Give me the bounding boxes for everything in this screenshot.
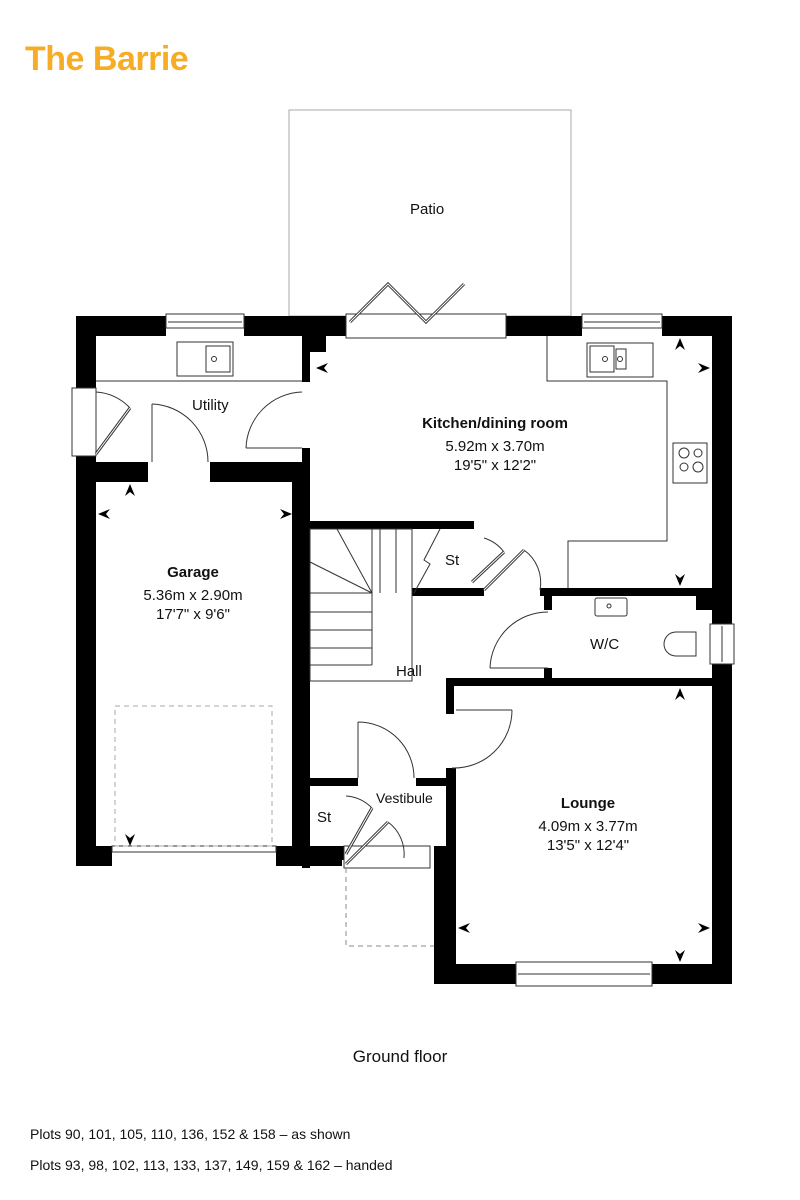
garage-metric: 5.36m x 2.90m [143, 587, 243, 604]
hall-label: Hall [396, 663, 422, 680]
kitchen-label: Kitchen/dining room 5.92m x 3.70m 19'5" … [400, 415, 590, 474]
floor-label: Ground floor [352, 1047, 448, 1066]
kitchen-name: Kitchen/dining room [422, 415, 568, 432]
dimension-arrows [98, 338, 710, 962]
utility-label: Utility [192, 397, 229, 414]
vestibule-label: Vestibule [376, 790, 433, 806]
kitchen-metric: 5.92m x 3.70m [445, 438, 545, 455]
lounge-label: Lounge 4.09m x 3.77m 13'5" x 12'4" [508, 795, 668, 854]
plots-handed-note: Plots 93, 98, 102, 113, 133, 137, 149, 1… [30, 1157, 393, 1173]
garage-imperial: 17'7" x 9'6" [156, 606, 230, 623]
lounge-metric: 4.09m x 3.77m [538, 818, 638, 835]
garage-name: Garage [167, 564, 219, 581]
windows [71, 313, 735, 987]
store-stairs-label: St [445, 552, 460, 569]
lounge-imperial: 13'5" x 12'4" [546, 837, 630, 854]
plots-as-shown-note: Plots 90, 101, 105, 110, 136, 152 & 158 … [30, 1126, 351, 1142]
kitchen-imperial: 19'5" x 12'2" [453, 457, 537, 474]
store-vestibule-label: St [317, 809, 332, 826]
lounge-name: Lounge [560, 795, 616, 812]
patio-label: Patio [410, 201, 445, 218]
walls [76, 316, 732, 986]
garage-label: Garage 5.36m x 2.90m 17'7" x 9'6" [113, 564, 273, 623]
wc-label: W/C [590, 636, 620, 653]
house-type-title: The Barrie [25, 40, 189, 78]
